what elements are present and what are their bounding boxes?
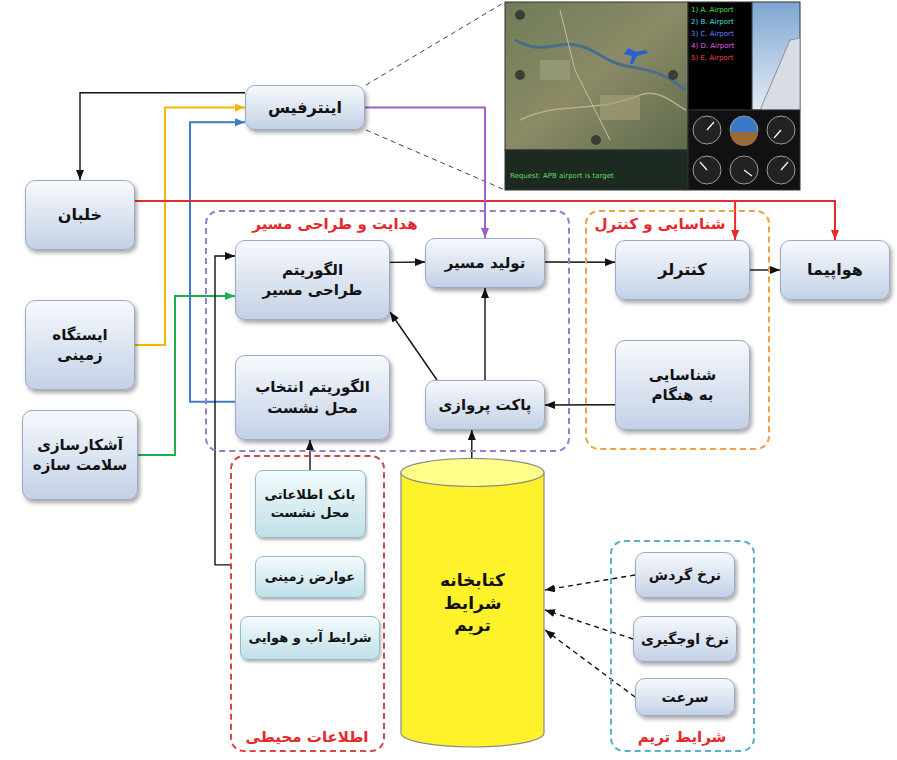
screen-text: 4) D. Airport [691, 43, 734, 50]
group-heading: اطلاعات محیطی [242, 728, 373, 747]
cylinder-top [401, 459, 544, 487]
group-heading: هدایت و طراحی مسیر [248, 215, 421, 234]
node-label: سرعت [662, 688, 709, 707]
connector-arrow [545, 575, 635, 590]
process-box: کنترلر [615, 240, 750, 300]
guidance-group: هدایت و طراحی مسیر الگوریتم طراحی مسیر تول… [205, 210, 570, 452]
health-monitor-box: آشکارسازی سلامت سازه [22, 410, 138, 500]
connector-arrow [484, 288, 485, 380]
connector-arrow [215, 256, 235, 565]
library-cylinder: کتابخانه شرایط تریم [400, 458, 545, 748]
node-label: ایستگاه زمینی [40, 325, 120, 366]
group-heading: شرایط تریم [634, 728, 731, 747]
cylinder-body [401, 472, 544, 747]
connector-arrow [545, 404, 615, 406]
process-box: تولید مسیر [425, 238, 545, 288]
interface-screenshot [505, 2, 800, 190]
node-label: شرایط آب و هوایی [249, 629, 372, 647]
screen-text: 2) B. Airport [691, 19, 734, 26]
control-group: شناسایی و کنترل کنترلر شناسایی به هنگام [585, 210, 770, 450]
connector-arrow [390, 261, 425, 263]
node-label: هواپیما [807, 259, 863, 281]
node-label: بانک اطلاعاتی محل نشست [263, 486, 358, 521]
node-label: نرخ گردش [649, 566, 721, 585]
data-box: عوارض زمینی [255, 556, 365, 598]
connector-arrow [545, 261, 615, 263]
aircraft-box: هواپیما [780, 240, 890, 300]
node-label: شناسایی به هنگام [643, 365, 723, 406]
connector-arrow [390, 312, 437, 380]
trim-group: شرایط تریم نرخ گردش نرخ اوجگیری سرعت [610, 540, 755, 752]
connector-arrow [545, 630, 635, 697]
screen-text: 3) C. Airport [691, 31, 734, 38]
node-label: الگوریتم انتخاب محل نشست [250, 377, 375, 418]
environment-group: اطلاعات محیطی بانک اطلاعاتی محل نشست عوارض… [230, 455, 385, 752]
process-box: پاکت پروازی [425, 380, 545, 430]
pilot-box: خلبان [25, 180, 135, 250]
connector-arrow [750, 269, 780, 270]
trim-box: سرعت [635, 678, 735, 716]
node-label: کنترلر [658, 259, 706, 281]
screen-text: 1) A. Airport [691, 7, 734, 14]
node-label: عوارض زمینی [265, 568, 355, 586]
node-label: خلبان [58, 204, 102, 226]
process-box: شناسایی به هنگام [615, 340, 750, 430]
node-label: نرخ اوجگیری [641, 630, 729, 649]
node-label: تولید مسیر [445, 253, 526, 273]
screen-text: Request: APB airport is target [510, 173, 614, 180]
trim-box: نرخ اوجگیری [633, 616, 737, 662]
connector-arrow [138, 296, 235, 455]
process-box: الگوریتم انتخاب محل نشست [235, 355, 390, 440]
connector-arrow [471, 430, 473, 458]
node-label: کتابخانه شرایط تریم [423, 569, 523, 638]
interface-box: اینترفیس [245, 85, 365, 130]
connector-arrow [545, 610, 633, 639]
node-label: آشکارسازی سلامت سازه [30, 435, 130, 476]
node-label: اینترفیس [268, 97, 342, 119]
connector-arrow [80, 93, 245, 180]
group-heading: شناسایی و کنترل [591, 215, 730, 234]
screen-text: 5) E. Airport [691, 55, 733, 62]
node-label: الگوریتم طراحی مسیر [258, 260, 368, 301]
data-box: بانک اطلاعاتی محل نشست [255, 470, 366, 538]
connector-arrow [135, 201, 735, 240]
ground-station-box: ایستگاه زمینی [25, 300, 135, 390]
process-box: الگوریتم طراحی مسیر [235, 240, 390, 320]
node-label: پاکت پروازی [439, 395, 532, 415]
data-box: شرایط آب و هوایی [240, 616, 380, 660]
trim-box: نرخ گردش [635, 552, 735, 598]
